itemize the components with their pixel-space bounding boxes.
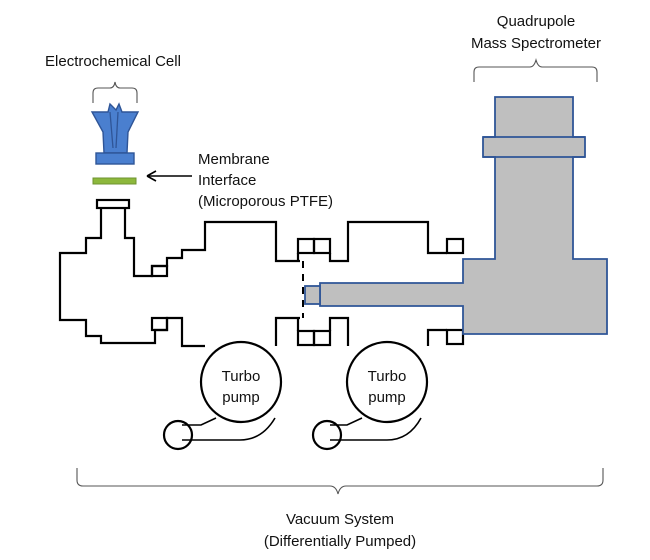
label-turbo1-2: pump	[222, 389, 260, 406]
vacuum-brace	[76, 468, 604, 495]
label-turbo2-1: Turbo	[368, 368, 407, 385]
membrane-interface	[92, 177, 137, 185]
label-membrane-1: Membrane	[198, 151, 270, 168]
turbo-pump-1	[162, 340, 283, 451]
label-qms-2: Mass Spectrometer	[471, 35, 601, 52]
backing-pump-1	[162, 419, 194, 451]
label-electrochemical-cell: Electrochemical Cell	[45, 53, 181, 70]
arrow-head	[146, 170, 157, 182]
spectrometer-inlet	[304, 285, 321, 305]
quadrupole-mass-spectrometer	[304, 96, 608, 335]
label-turbo2-2: pump	[368, 389, 406, 406]
vacuum-chamber-outline	[58, 198, 465, 348]
label-membrane-3: (Microporous PTFE)	[198, 193, 333, 210]
label-turbo1-1: Turbo	[222, 368, 261, 385]
spectrometer-body	[319, 96, 608, 335]
electrochemical-cell	[90, 102, 140, 165]
label-membrane-2: Interface	[198, 172, 256, 189]
label-vacuum-1: Vacuum System	[286, 511, 394, 528]
label-qms-1: Quadrupole	[497, 13, 575, 30]
backing-pump-2	[311, 419, 343, 451]
spectrometer-brace	[473, 57, 598, 82]
cell-brace	[92, 81, 138, 103]
cell-base	[95, 152, 135, 165]
label-vacuum-2: (Differentially Pumped)	[264, 533, 416, 550]
cell-body	[90, 102, 140, 154]
turbo-pump-2	[311, 340, 429, 451]
